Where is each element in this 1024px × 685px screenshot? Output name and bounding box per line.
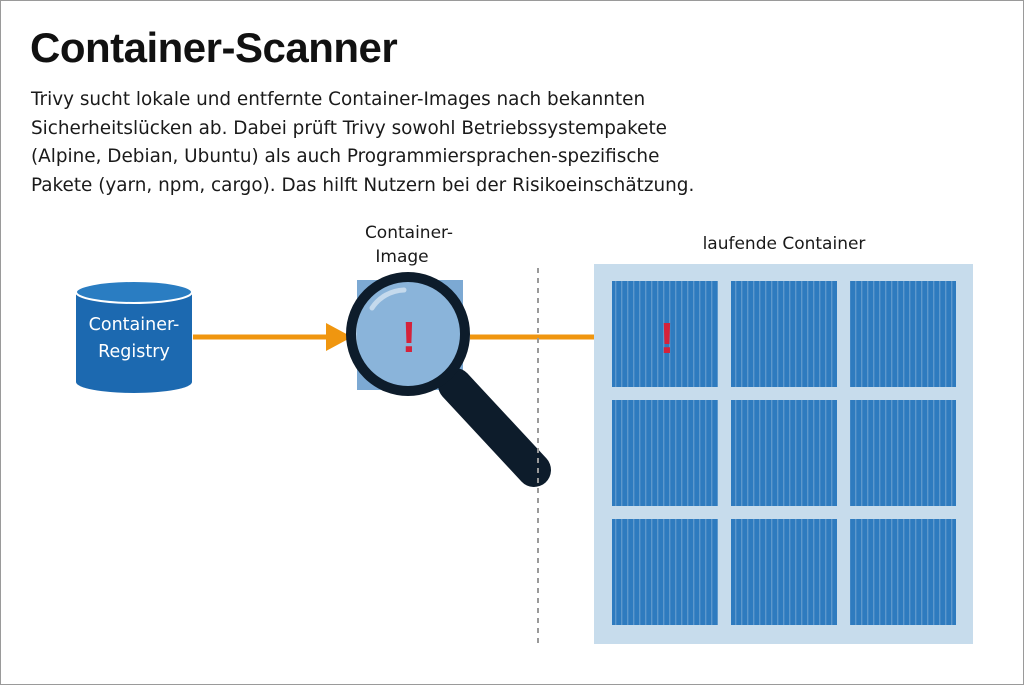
figure-description: Trivy sucht lokale und entfernte Contain… — [31, 86, 931, 200]
magnifier-icon — [346, 272, 551, 487]
container-tile — [731, 400, 837, 506]
container-tile — [850, 281, 956, 387]
description-line: Sicherheitslücken ab. Dabei prüft Trivy … — [31, 117, 667, 139]
registry-cylinder-icon — [75, 280, 193, 393]
container-grid — [612, 281, 956, 625]
container-tile — [731, 281, 837, 387]
description-line: Pakete (yarn, npm, cargo). Das hilft Nut… — [31, 174, 695, 196]
container-tile — [612, 519, 718, 625]
registry-label-line2: Registry — [98, 342, 170, 362]
description-line: (Alpine, Debian, Ubuntu) als auch Progra… — [31, 146, 660, 167]
container-tile — [850, 519, 956, 625]
container-alert-icon: ! — [660, 314, 675, 363]
container-tile — [850, 400, 956, 506]
image-alert-icon: ! — [402, 313, 417, 362]
figure-title: Container-Scanner — [30, 24, 398, 71]
image-label-line1: Container- — [365, 223, 453, 243]
registry-label-line1: Container- — [89, 315, 180, 335]
arrow-registry-to-image — [193, 323, 352, 351]
containers-label: laufende Container — [703, 234, 866, 254]
image-label-line2: Image — [375, 247, 428, 267]
container-tile — [612, 400, 718, 506]
container-tile — [612, 281, 718, 387]
container-tile — [731, 519, 837, 625]
description-line: Trivy sucht lokale und entfernte Contain… — [31, 89, 646, 110]
